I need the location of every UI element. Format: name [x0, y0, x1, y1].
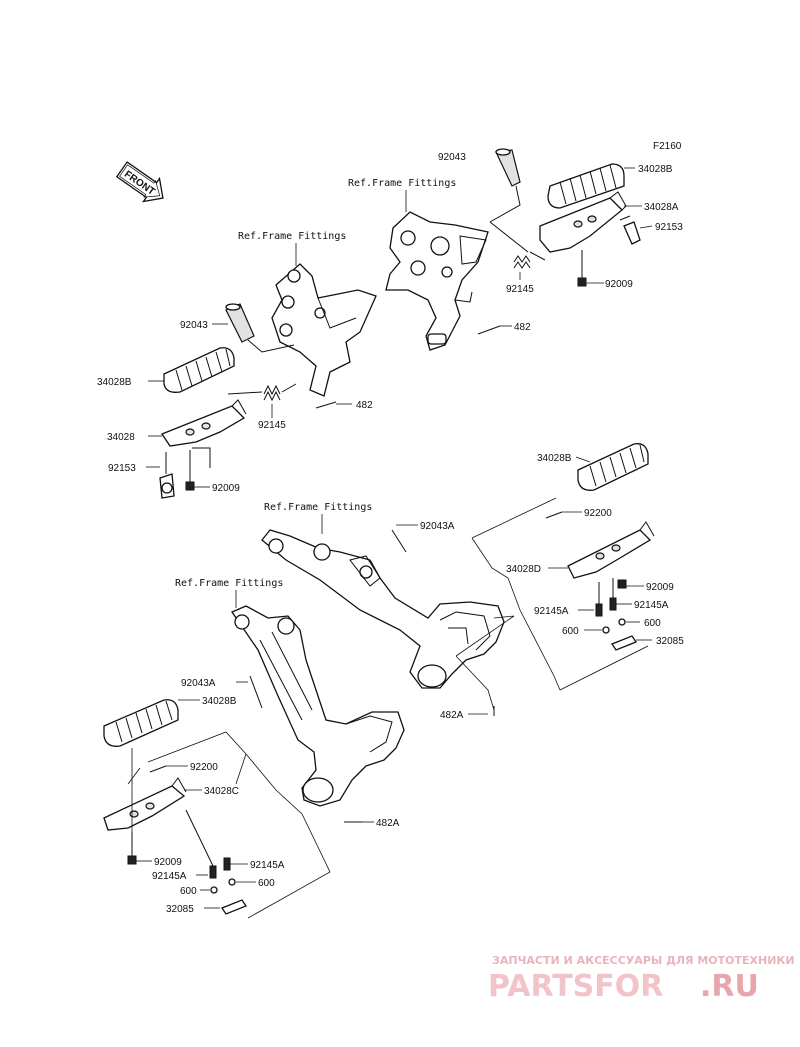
part-label: 600	[258, 878, 275, 889]
springs-92145A-left	[185, 809, 248, 879]
rider-footpeg-bracket-right	[385, 211, 489, 351]
ref-label-upper-left: Ref.Frame Fittings	[238, 231, 346, 242]
part-label: 92043A	[181, 678, 216, 689]
part-label: 32085	[656, 636, 684, 647]
part-label: 92009	[605, 279, 633, 290]
bolt-92009-lower-left	[127, 832, 152, 865]
part-label: 92145A	[250, 860, 285, 871]
footpeg-34028	[148, 399, 247, 447]
footpeg-34028C	[103, 777, 202, 831]
footpeg-34028D	[548, 521, 655, 579]
bolt-92009-left	[185, 447, 211, 491]
part-label: 34028B	[638, 164, 673, 175]
part-label: 92145	[506, 284, 534, 295]
part-label: 482	[514, 322, 531, 333]
part-label: 92043	[180, 320, 208, 331]
part-label: 34028	[107, 432, 135, 443]
part-label: 92200	[190, 762, 218, 773]
part-label: 92145A	[152, 871, 187, 882]
part-label: 34028A	[644, 202, 679, 213]
footpeg-rubber-34028B-left	[148, 347, 235, 393]
ref-label-lower-left: Ref.Frame Fittings	[175, 578, 283, 589]
figure-code: F2160	[653, 141, 682, 152]
passenger-footpeg-bracket-right	[261, 529, 505, 689]
part-label: 92145A	[534, 606, 569, 617]
footpeg-rubber-34028B-lower-left	[103, 699, 200, 747]
watermark-logo: ЗАПЧАСТИ И АКСЕССУАРЫ ДЛЯ МОТОТЕХНИКИ PA…	[488, 954, 795, 1004]
rider-footpeg-bracket-left	[271, 263, 377, 397]
part-label: 34028B	[537, 453, 572, 464]
part-label: 34028D	[506, 564, 541, 575]
footpeg-34028A	[539, 191, 642, 253]
passenger-footpeg-bracket-left	[231, 605, 405, 807]
part-label: 92145	[258, 420, 286, 431]
part-label: 32085	[166, 904, 194, 915]
pin-92043A-left	[236, 675, 263, 709]
bolt-92153-upper	[619, 215, 653, 245]
pin-92043-left	[212, 303, 295, 353]
balls-600-right	[584, 618, 640, 634]
springs-92145A-right	[578, 578, 632, 617]
pin-482A-right	[468, 706, 495, 716]
clip-32085-left	[204, 899, 247, 915]
washer-92200-left	[149, 765, 188, 773]
spring-92145-left	[227, 383, 297, 418]
part-label: 92043A	[420, 521, 455, 532]
part-label: 600	[180, 886, 197, 897]
bolt-92009-upper	[577, 250, 604, 287]
part-label: 92009	[646, 582, 674, 593]
part-label: 34028B	[97, 377, 132, 388]
bolt-92153-left	[146, 452, 175, 499]
pin-92043A-right	[391, 524, 418, 553]
part-label: 482A	[376, 818, 400, 829]
footpeg-rubber-34028B-right	[575, 443, 649, 491]
balls-600-left	[200, 878, 256, 894]
front-arrow-icon: FRONT	[115, 161, 164, 203]
guide-lines-lower-right	[455, 497, 649, 711]
ref-label-upper-right: Ref.Frame Fittings	[348, 178, 456, 189]
part-label: 34028B	[202, 696, 237, 707]
part-label: 92043	[438, 152, 466, 163]
part-label: 482A	[440, 710, 464, 721]
watermark-tagline: ЗАПЧАСТИ И АКСЕССУАРЫ ДЛЯ МОТОТЕХНИКИ	[492, 954, 795, 967]
ref-label-lower-right: Ref.Frame Fittings	[264, 502, 372, 513]
part-label: 92200	[584, 508, 612, 519]
part-label: 482	[356, 400, 373, 411]
pin-92043-upper	[489, 148, 521, 223]
part-label: 600	[562, 626, 579, 637]
washer-92200-right	[545, 511, 582, 519]
part-label: 92009	[154, 857, 182, 868]
pin-482-left	[315, 401, 352, 409]
clip-32085-right	[611, 635, 652, 651]
guide-lines-lower-left	[127, 731, 331, 919]
part-label: 600	[644, 618, 661, 629]
spring-92145-upper	[489, 221, 546, 280]
part-label: 92153	[108, 463, 136, 474]
part-label: 92153	[655, 222, 683, 233]
part-label: 34028C	[204, 786, 239, 797]
pin-482-upper	[477, 325, 512, 335]
watermark-brand: PARTSFOR	[488, 969, 663, 1004]
footpeg-rubber-34028B-upper	[547, 163, 635, 209]
part-label: 92009	[212, 483, 240, 494]
bolt-92009-right	[617, 579, 644, 589]
watermark-domain: .RU	[700, 969, 759, 1004]
part-label: 92145A	[634, 600, 669, 611]
